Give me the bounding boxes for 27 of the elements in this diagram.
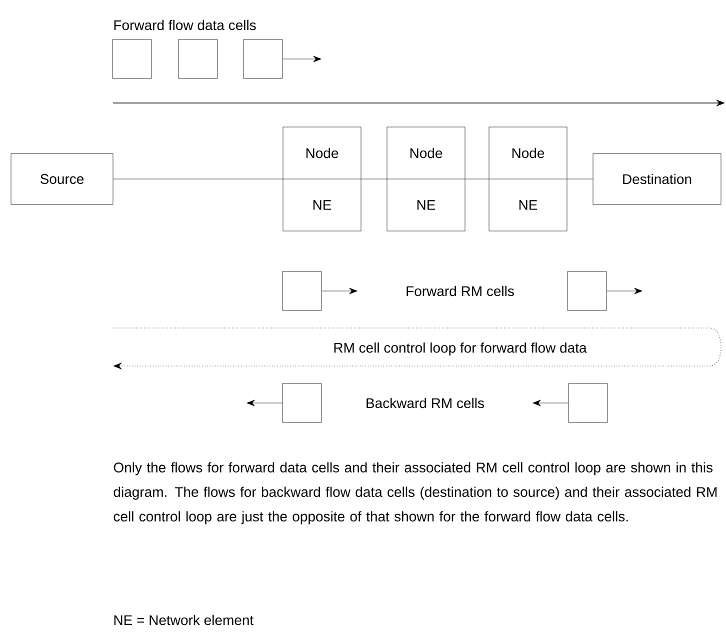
caption-text: Backward RM cells bbox=[366, 398, 484, 408]
note-paragraph: Only the flows for forward data cells and their associated RM cell control loop are shown in this diagram. The flows for backward flow data cells (destination to source) and their associated RM cell control loop are just the opposite of that shown for the forward flow data cells. bbox=[114, 462, 717, 524]
legend-text: NE = Network element bbox=[114, 614, 254, 626]
heading-text: Forward flow data cells bbox=[114, 20, 256, 30]
cell-box bbox=[282, 271, 322, 311]
cell-box bbox=[568, 383, 608, 423]
arrow bbox=[532, 400, 568, 406]
cell-box bbox=[112, 39, 152, 79]
cell-box bbox=[243, 39, 283, 79]
loop-label: RM cell control loop for forward flow data bbox=[331, 340, 589, 358]
cell-box bbox=[178, 39, 218, 79]
arrow bbox=[606, 288, 642, 294]
connector-line bbox=[361, 178, 387, 180]
arrow bbox=[322, 288, 358, 294]
cell-box bbox=[282, 383, 322, 423]
cell-box bbox=[567, 271, 607, 311]
node-box: Node NE bbox=[386, 126, 466, 232]
caption-text: Forward RM cells bbox=[406, 286, 514, 296]
node-box: Node NE bbox=[282, 126, 362, 232]
arrow bbox=[246, 400, 282, 406]
arrow bbox=[282, 56, 322, 62]
connector-line bbox=[465, 178, 489, 180]
connector-line bbox=[567, 178, 593, 180]
endpoint-box: Source bbox=[10, 153, 114, 205]
endpoint-box: Destination bbox=[592, 153, 722, 205]
connector-line bbox=[113, 178, 283, 180]
node-box: Node NE bbox=[488, 126, 568, 232]
